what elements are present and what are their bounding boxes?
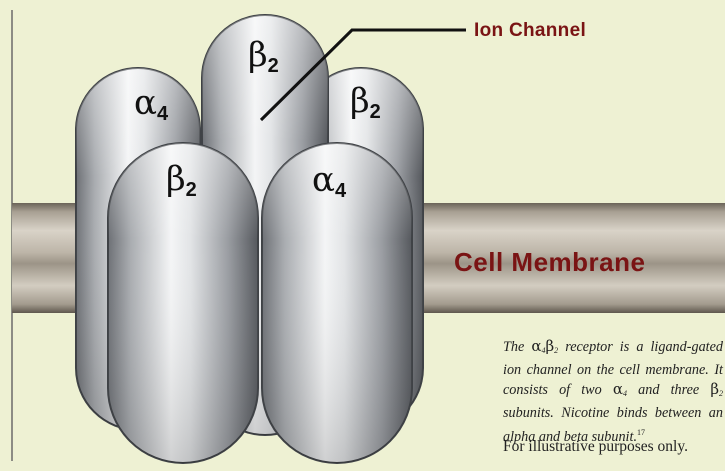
ion-channel-label: Ion Channel xyxy=(474,20,586,41)
cell-membrane-label: Cell Membrane xyxy=(454,247,645,277)
disclaimer-text: For illustrative purposes only. xyxy=(503,438,723,456)
caption: The α4β2 receptor is a ligand-gated ion … xyxy=(503,337,723,448)
